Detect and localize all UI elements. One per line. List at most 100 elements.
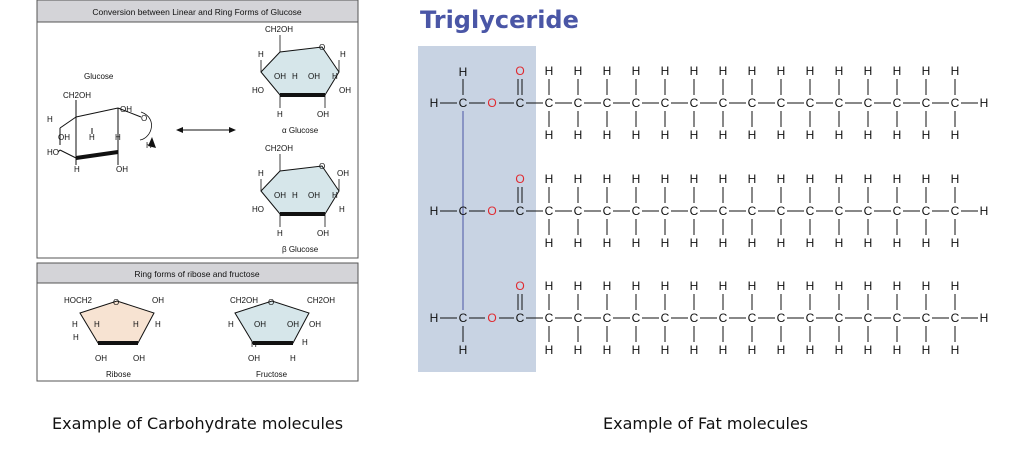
svg-text:H: H: [89, 133, 95, 142]
chain-carbon: C: [951, 311, 960, 325]
chain-h: H: [748, 343, 757, 357]
svg-text:OH: OH: [309, 320, 321, 329]
chain-h: H: [574, 343, 583, 357]
glycerol-carbon: C: [459, 96, 468, 110]
chain-carbon: C: [806, 311, 815, 325]
triglyceride-title: Triglyceride: [420, 6, 579, 34]
svg-text:O: O: [113, 298, 119, 307]
chain-h: H: [690, 128, 699, 142]
chain-h: H: [951, 343, 960, 357]
chain-carbon: C: [632, 96, 641, 110]
svg-text:OH: OH: [274, 191, 286, 200]
svg-text:H: H: [74, 165, 80, 174]
svg-text:HO: HO: [47, 148, 59, 157]
glucose-panel-header: [36, 0, 359, 23]
svg-text:OH: OH: [58, 133, 70, 142]
chain-carbon: C: [893, 311, 902, 325]
ester-oxygen: O: [487, 311, 496, 325]
svg-text:H: H: [228, 320, 234, 329]
svg-text:O: O: [141, 114, 147, 123]
terminal-h: H: [980, 311, 989, 325]
svg-text:OH: OH: [133, 354, 145, 363]
chain-h: H: [835, 64, 844, 78]
chain-carbon: C: [719, 204, 728, 218]
chain-h: H: [661, 236, 670, 250]
svg-text:O: O: [268, 298, 274, 307]
chain-carbon: C: [545, 204, 554, 218]
chain-h: H: [632, 64, 641, 78]
svg-text:CH2OH: CH2OH: [307, 296, 335, 305]
chain-h: H: [545, 128, 554, 142]
chain-h: H: [748, 64, 757, 78]
svg-text:O: O: [319, 162, 325, 171]
svg-text:H: H: [133, 320, 139, 329]
chain-h: H: [603, 172, 612, 186]
triglyceride-bonds: [440, 79, 978, 342]
chain-carbon: C: [806, 96, 815, 110]
chain-h: H: [806, 279, 815, 293]
chain-h: H: [661, 279, 670, 293]
chain-h: H: [574, 279, 583, 293]
chain-h: H: [893, 343, 902, 357]
svg-text:OH: OH: [308, 191, 320, 200]
svg-text:OH: OH: [337, 169, 349, 178]
svg-text:H: H: [277, 110, 283, 119]
fructose-label: Fructose: [256, 370, 288, 379]
glycerol-h: H: [430, 204, 439, 218]
chain-carbon: C: [748, 96, 757, 110]
chain-carbon: C: [893, 204, 902, 218]
chain-carbon: C: [777, 204, 786, 218]
chain-h: H: [922, 279, 931, 293]
chain-carbon: C: [603, 204, 612, 218]
chain-h: H: [632, 279, 641, 293]
chain-h: H: [893, 128, 902, 142]
chain-h: H: [835, 172, 844, 186]
chain-h: H: [748, 279, 757, 293]
chain-h: H: [632, 172, 641, 186]
glucose-panel-title: Conversion between Linear and Ring Forms…: [92, 7, 302, 17]
chain-h: H: [951, 128, 960, 142]
chain-carbon: C: [719, 96, 728, 110]
chain-h: H: [719, 172, 728, 186]
chain-h: H: [777, 279, 786, 293]
chain-h: H: [777, 128, 786, 142]
chain-carbon: C: [719, 311, 728, 325]
chain-h: H: [661, 343, 670, 357]
chain-h: H: [661, 128, 670, 142]
chain-h: H: [951, 64, 960, 78]
alpha-glucose-label: α Glucose: [282, 126, 319, 135]
svg-text:H: H: [332, 72, 338, 81]
chain-h: H: [545, 236, 554, 250]
chain-h: H: [806, 128, 815, 142]
svg-text:OH: OH: [248, 354, 260, 363]
glycerol-h: H: [430, 96, 439, 110]
chain-carbon: C: [922, 96, 931, 110]
svg-text:H: H: [302, 338, 308, 347]
chain-h: H: [690, 343, 699, 357]
svg-text:H: H: [47, 115, 53, 124]
chain-h: H: [545, 172, 554, 186]
chain-h: H: [661, 64, 670, 78]
chain-h: H: [545, 64, 554, 78]
chain-h: H: [690, 172, 699, 186]
chain-h: H: [603, 279, 612, 293]
linear-glucose-curl-arrow: [139, 111, 152, 141]
svg-text:OH: OH: [287, 320, 299, 329]
chain-h: H: [835, 236, 844, 250]
ribose-fructose-panel-title: Ring forms of ribose and fructose: [134, 269, 259, 279]
chain-h: H: [777, 172, 786, 186]
svg-text:CH2OH: CH2OH: [265, 144, 293, 153]
chain-carbon: C: [603, 96, 612, 110]
chain-carbon: C: [806, 204, 815, 218]
chain-carbon: C: [574, 96, 583, 110]
chain-h: H: [893, 236, 902, 250]
svg-text:OH: OH: [116, 165, 128, 174]
svg-text:H: H: [292, 191, 298, 200]
svg-text:OH: OH: [317, 110, 329, 119]
beta-glucose-labels: CH2OH O H OH OH H OH H HO H H OH β Gluco…: [252, 144, 349, 254]
ribose-labels: HOCH2 O OH H H H H H OH OH Ribose: [64, 296, 164, 379]
chain-carbon: C: [545, 311, 554, 325]
svg-text:OH: OH: [339, 86, 351, 95]
chain-h: H: [777, 64, 786, 78]
